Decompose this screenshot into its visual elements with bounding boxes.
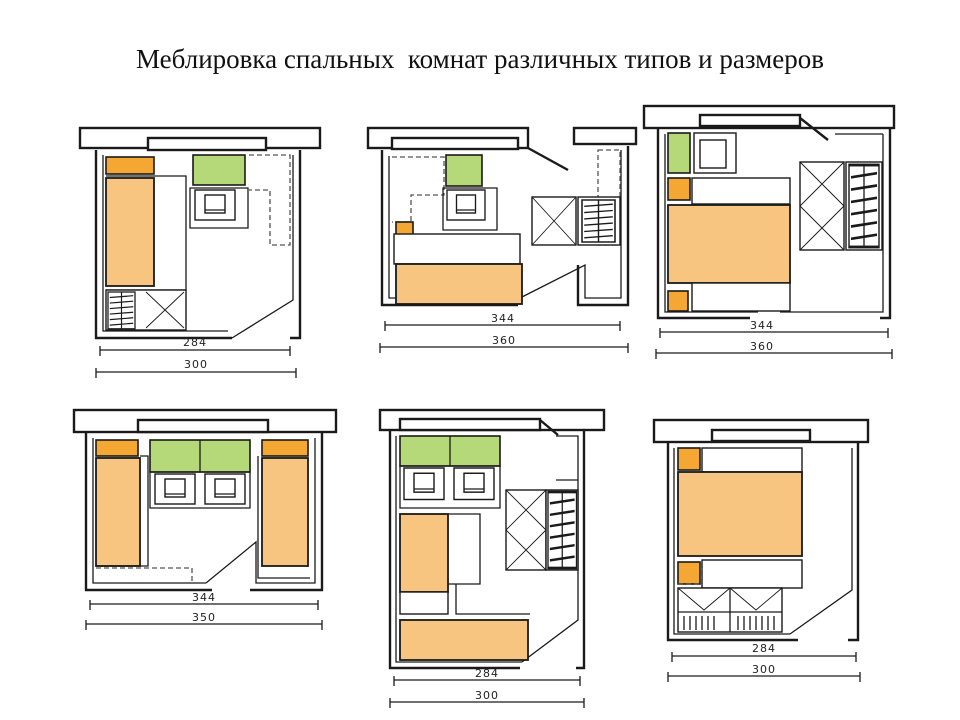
bed bbox=[667, 204, 791, 284]
nightstand bbox=[95, 439, 139, 457]
nightstand bbox=[261, 439, 309, 457]
dimension-outer: 300 bbox=[184, 358, 208, 371]
bed bbox=[105, 177, 155, 287]
bed bbox=[261, 457, 309, 567]
window bbox=[710, 428, 812, 443]
bed bbox=[395, 263, 523, 305]
plan-6: 284 300 bbox=[652, 418, 870, 682]
window bbox=[698, 113, 802, 128]
desk bbox=[667, 132, 691, 174]
nightstand bbox=[667, 177, 691, 201]
dimension-inner: 344 bbox=[750, 319, 774, 332]
dimension-inner: 284 bbox=[183, 336, 207, 349]
bed bbox=[399, 619, 529, 661]
bed bbox=[95, 457, 141, 567]
window bbox=[390, 136, 520, 151]
plan-5: 284 300 bbox=[378, 408, 606, 708]
dimension-outer: 350 bbox=[192, 611, 216, 624]
window-sill bbox=[572, 126, 638, 146]
nightstand bbox=[677, 447, 701, 471]
plan-2: 344 360 bbox=[366, 126, 638, 353]
dimension-outer: 360 bbox=[492, 334, 516, 347]
nightstand bbox=[677, 561, 701, 585]
dimension-inner: 284 bbox=[752, 642, 776, 655]
window bbox=[136, 418, 270, 434]
desk bbox=[445, 154, 483, 187]
plan-1: 284 300 bbox=[78, 126, 322, 378]
dimension-inner: 344 bbox=[491, 312, 515, 325]
dimension-inner: 344 bbox=[192, 591, 216, 604]
dimension-inner: 284 bbox=[475, 667, 499, 680]
plan-4: 344 350 bbox=[72, 408, 338, 630]
window bbox=[146, 136, 268, 152]
nightstand bbox=[667, 290, 689, 312]
bed bbox=[677, 471, 803, 557]
desk bbox=[192, 154, 246, 186]
plan-3: 344 360 bbox=[642, 104, 896, 359]
window bbox=[398, 417, 542, 432]
dimension-outer: 300 bbox=[752, 663, 776, 676]
dimension-outer: 360 bbox=[750, 340, 774, 353]
nightstand bbox=[105, 156, 155, 175]
dimension-outer: 300 bbox=[475, 689, 499, 702]
page-title: Меблировка спальных комнат различных тип… bbox=[136, 44, 824, 74]
bed bbox=[399, 513, 449, 593]
